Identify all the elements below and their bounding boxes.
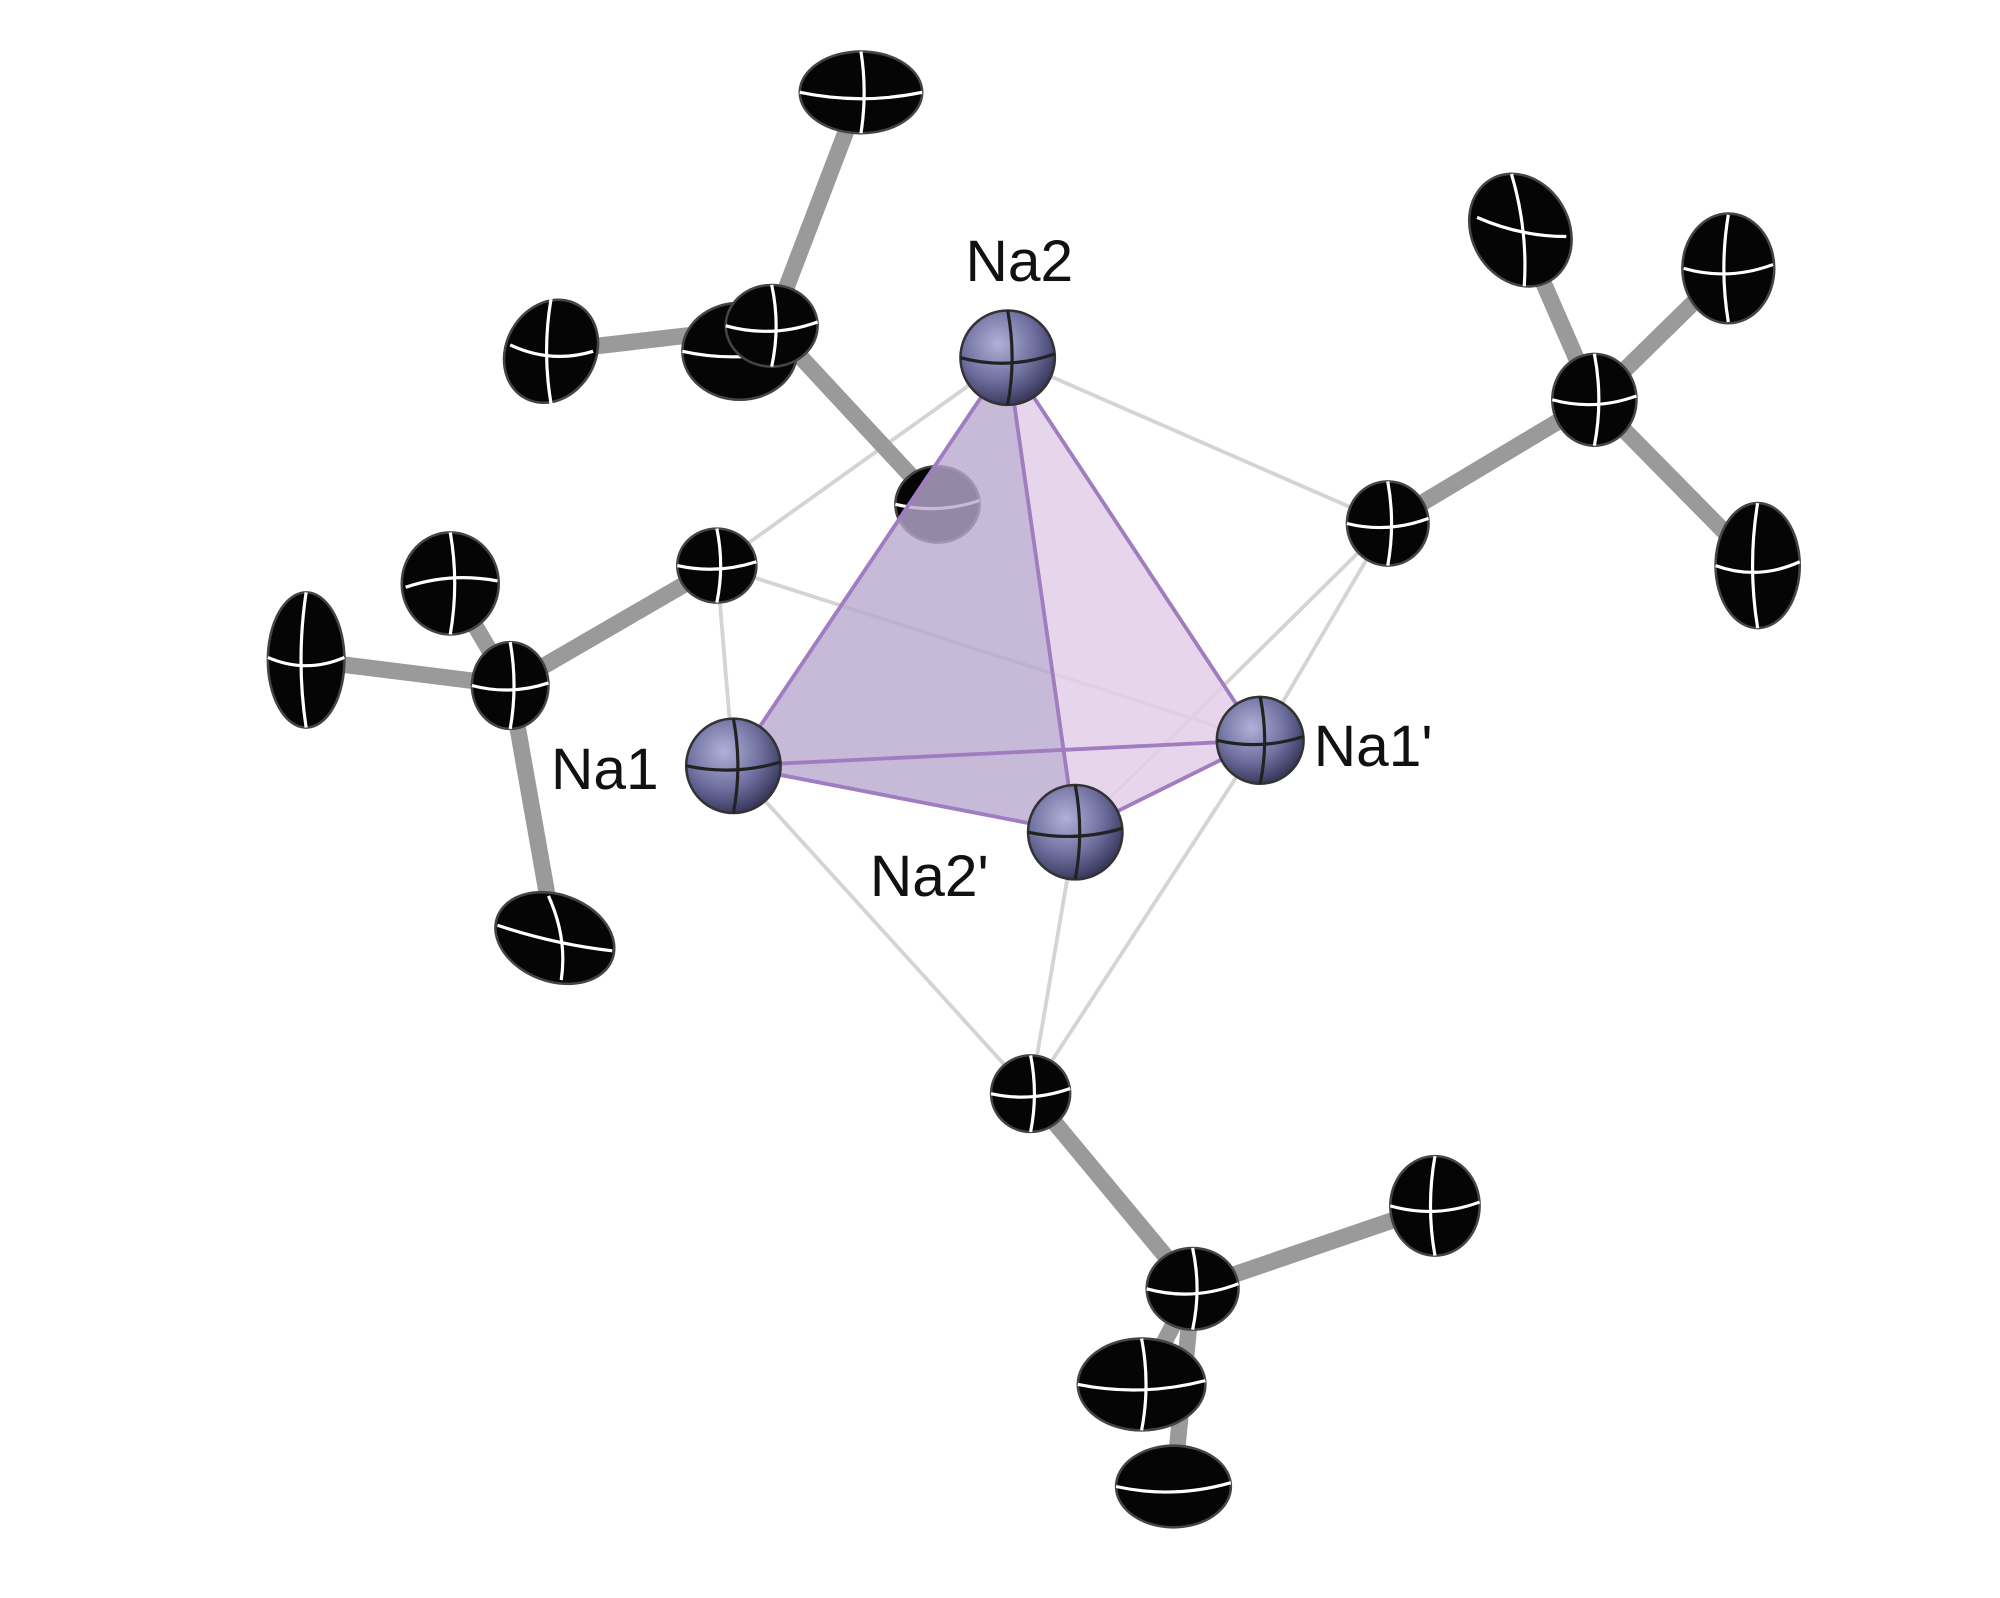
tert-butoxide-left bbox=[266, 527, 758, 986]
label-na1-prime: Na1' bbox=[1314, 714, 1433, 779]
sodium-atoms bbox=[684, 309, 1305, 881]
label-na2: Na2 bbox=[966, 229, 1074, 294]
atom-na1 bbox=[684, 717, 782, 815]
tert-butoxide-top bbox=[502, 50, 981, 544]
atom-na2 bbox=[959, 309, 1057, 407]
label-na1: Na1 bbox=[551, 737, 659, 802]
label-na2-prime: Na2' bbox=[870, 844, 989, 909]
atom-na1-prime bbox=[1215, 695, 1305, 785]
atom-na2-prime bbox=[1026, 783, 1124, 881]
na4-tetrahedron bbox=[731, 356, 1262, 835]
tert-butoxide-bottom bbox=[989, 1054, 1481, 1529]
tert-butoxide-right bbox=[1345, 172, 1802, 630]
